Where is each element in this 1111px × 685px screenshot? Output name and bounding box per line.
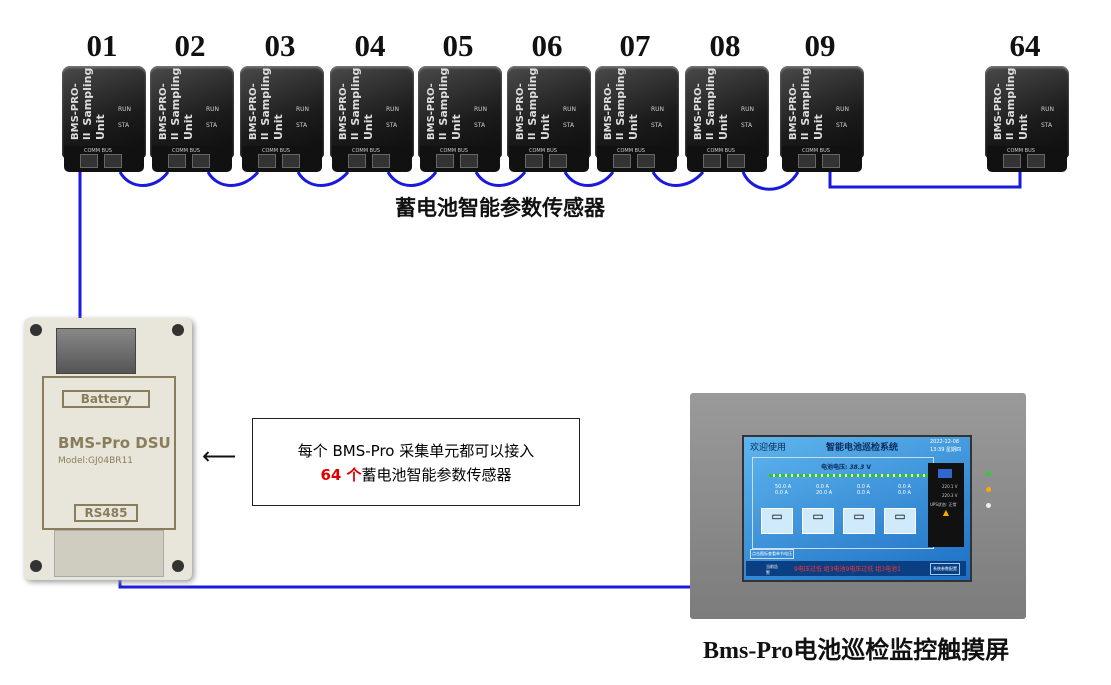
dsu-model: Model:GJ04BR11 [58,456,134,466]
rs485-label: RS485 [74,504,138,522]
battery-label: Battery [62,390,150,408]
touchscreen-caption: Bms-Pro电池巡检监控触摸屏 [703,638,1010,664]
battery-cell[interactable]: ▭ [761,508,793,534]
battery-cell[interactable]: ▭ [843,508,875,534]
sensor-number: 07 [619,28,651,63]
dsu-device: Battery BMS-Pro DSU Model:GJ04BR11 RS485 [24,318,192,580]
terminal-block [56,328,136,374]
touchscreen-device: 欢迎使用 智能电池巡检系统 2022-12-08 13:39 星期四 电池电压:… [690,393,1026,619]
battery-cell[interactable]: ▭ [884,508,916,534]
sensor-number: 02 [174,28,206,63]
sensor-number: 64 [1009,28,1041,63]
sensor-number: 08 [709,28,741,63]
sensor-number: 06 [531,28,563,63]
sensor-number: 09 [804,28,836,63]
sensor-caption: 蓄电池智能参数传感器 [395,196,605,220]
dsu-title: BMS-Pro DSU [58,434,171,452]
battery-cell[interactable]: ▭ [802,508,834,534]
note-box: 每个 BMS-Pro 采集单元都可以接入 64 个蓄电池智能参数传感器 [252,418,580,506]
sensor-number: 05 [442,28,474,63]
screen: 欢迎使用 智能电池巡检系统 2022-12-08 13:39 星期四 电池电压:… [742,435,972,582]
settings-button[interactable]: 系统参数配置 [930,563,960,575]
sensor-number: 03 [264,28,296,63]
sensor-number: 04 [354,28,386,63]
alarm-ticker: 9电压过低 组3电池9电压过低 组3电池1 [794,566,901,573]
note-arrow: ⟵ [202,442,237,470]
sensor-number: 01 [86,28,118,63]
